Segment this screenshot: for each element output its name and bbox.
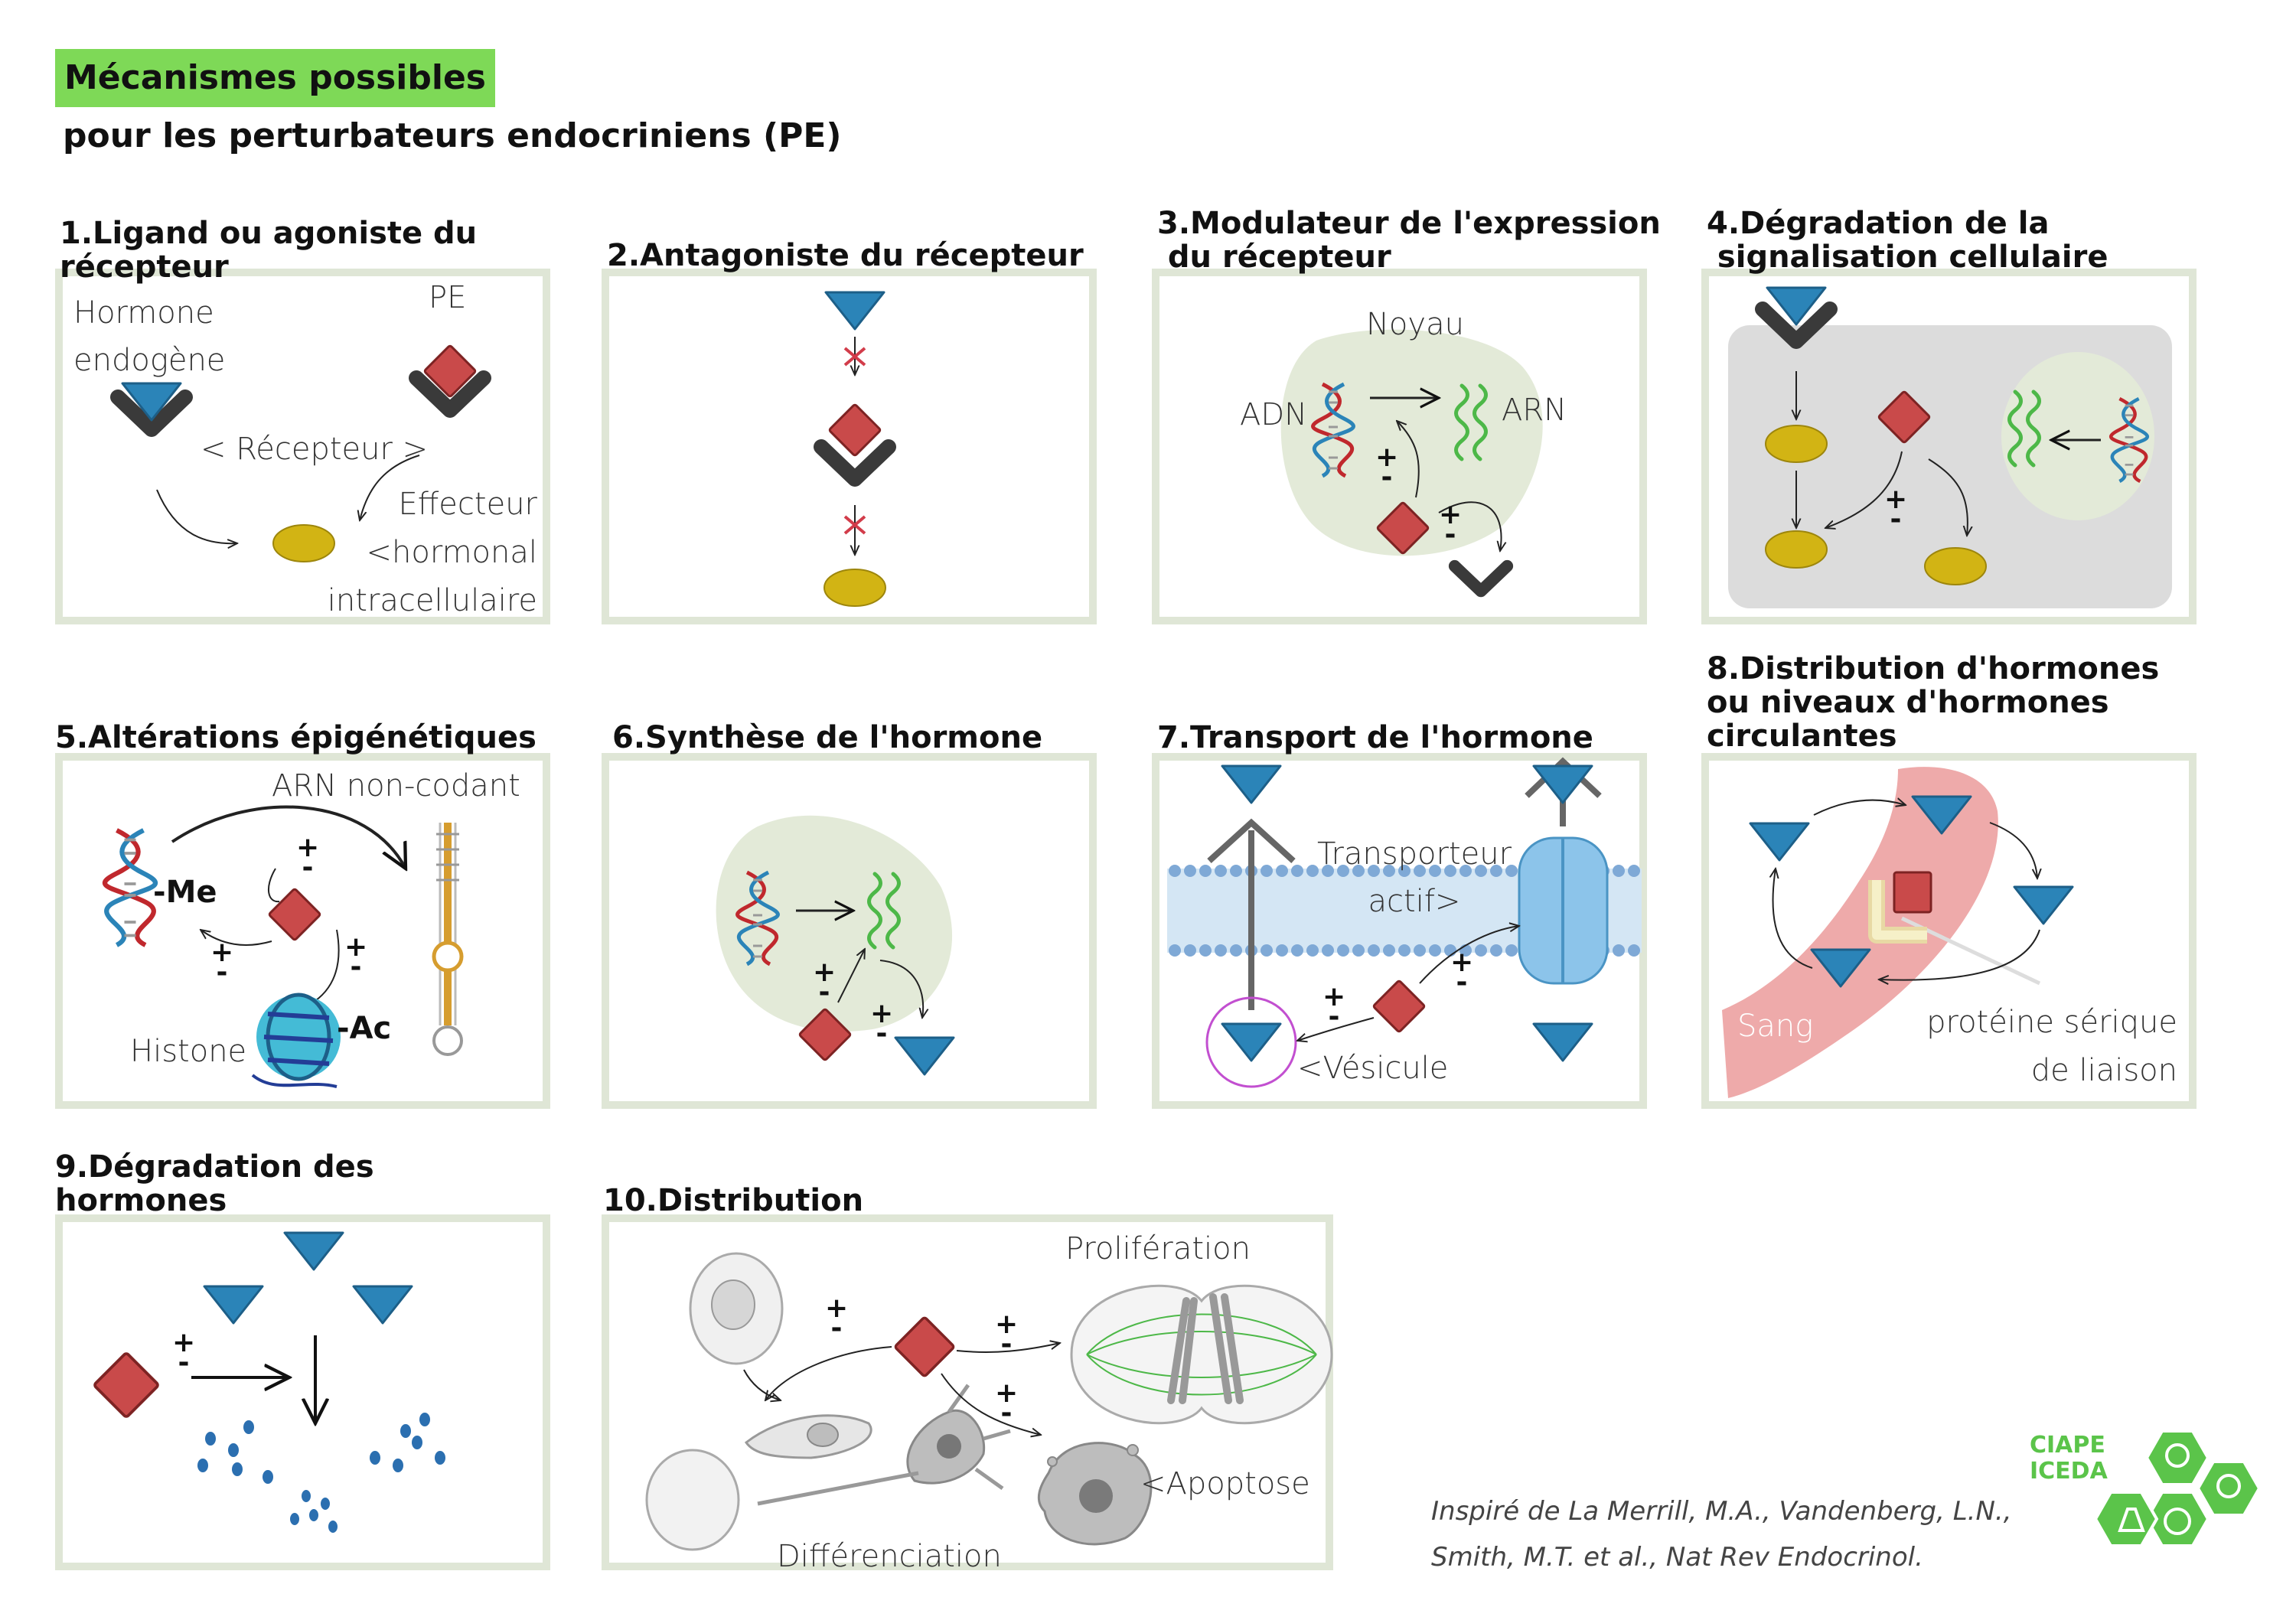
citation: Inspiré de La Merrill, M.A., Vandenberg,…: [1431, 1496, 2012, 1573]
panel-frames: [55, 269, 2197, 1570]
label-histone: Histone: [130, 1034, 247, 1069]
plus-minus-sign: + -: [344, 931, 368, 983]
plus-minus-sign: + -: [1322, 981, 1346, 1032]
label-sang: Sang: [1737, 1009, 1814, 1044]
plus-minus-sign: + -: [1884, 484, 1908, 535]
hormone-triangle: [894, 1036, 955, 1076]
label-vesicule: <Vésicule: [1297, 1051, 1449, 1086]
label-methylation: -Me: [153, 875, 217, 910]
histone-illustration: [251, 993, 341, 1088]
effector-ellipse: [1765, 425, 1828, 463]
label-arn: ARN: [1502, 393, 1567, 428]
panel-10-diagram: [645, 1252, 1333, 1551]
label-arn-non-codant: ARN non-codant: [272, 768, 520, 804]
panel-3-title: 3.Modulateur de l'expression du récepteu…: [1157, 206, 1661, 275]
label-hormone-endogene: Hormone endogène: [73, 295, 226, 378]
label-differenciation: Différenciation: [777, 1539, 1002, 1574]
plus-minus-sign: + -: [995, 1377, 1019, 1429]
label-acetylation: -Ac: [337, 1011, 392, 1046]
ciape-iceda-logo: [2093, 1429, 2262, 1547]
main-title: Mécanismes possibles: [55, 49, 495, 107]
effector-ellipse: [1924, 547, 1987, 585]
panel-5-diagram: [105, 805, 464, 1088]
hormone-triangle: [352, 1285, 413, 1325]
receptor-shape: [1455, 566, 1508, 592]
plus-minus-sign: + -: [1375, 442, 1399, 493]
hormone-triangle: [1221, 1022, 1282, 1062]
label-transporteur-actif: Transporteur actif>: [1316, 836, 1512, 919]
panel-2-title: 2.Antagoniste du récepteur: [607, 238, 1084, 273]
pe-diamond: [92, 1351, 161, 1420]
panel-4-diagram: [1728, 286, 2172, 608]
pe-diamond: [827, 403, 882, 458]
label-effecteur: Effecteur <hormonal intracellulaire: [327, 487, 537, 618]
label-adn: ADN: [1240, 397, 1308, 432]
panel-9-diagram: [92, 1231, 445, 1533]
round-cell: [645, 1449, 740, 1551]
pe-square: [1893, 871, 1932, 914]
panel-1-diagram: [118, 344, 484, 562]
panel-3-diagram: [1280, 329, 1543, 592]
panel-7-diagram: [1167, 757, 1642, 1088]
dna-helix: [105, 830, 155, 945]
pe-diamond: [893, 1315, 956, 1378]
effector-ellipse: [1765, 530, 1828, 569]
panel-5-title: 5.Altérations épigénétiques: [55, 720, 536, 755]
plus-minus-sign: + -: [825, 1292, 849, 1344]
panel-6-diagram: [716, 815, 955, 1076]
label-pe: PE: [429, 280, 467, 315]
hormone-triangle: [1532, 1022, 1593, 1062]
pe-diamond: [1371, 979, 1427, 1034]
plus-minus-sign: + -: [1450, 947, 1474, 998]
panel-1-title: 1.Ligand ou agoniste du récepteur: [60, 216, 478, 285]
plus-minus-sign: + -: [870, 998, 894, 1049]
hormone-triangle: [203, 1285, 264, 1325]
plus-minus-sign: + -: [172, 1327, 196, 1378]
plus-minus-sign: + -: [995, 1309, 1019, 1360]
plus-minus-sign: + -: [813, 957, 837, 1008]
label-apoptose: <Apoptose: [1140, 1466, 1310, 1501]
plus-minus-sign: + -: [210, 937, 234, 988]
hormone-triangle: [1221, 764, 1282, 804]
plus-minus-sign: + -: [1439, 499, 1463, 550]
hormone-triangle: [2013, 885, 2074, 925]
blood-vessel: [1722, 767, 1998, 1098]
panel-6-title: 6.Synthèse de l'hormone: [612, 720, 1043, 755]
non-coding-rna-illustration: [432, 823, 464, 1056]
plus-minus-sign: + -: [296, 832, 320, 883]
panel-2-diagram: [821, 291, 889, 607]
label-proliferation: Prolifération: [1065, 1231, 1251, 1266]
panel-8-diagram: [1722, 767, 2074, 1098]
logo-text: CIAPE ICEDA: [2030, 1432, 2108, 1485]
panel-9-title: 9.Dégradation des hormones: [55, 1149, 374, 1218]
label-proteine-serique: protéine sérique de liaison: [1926, 1005, 2177, 1088]
apoptotic-cell: [1037, 1442, 1153, 1546]
panel-10-title: 10.Distribution: [603, 1183, 864, 1218]
hormone-triangle: [283, 1231, 344, 1271]
label-noyau: Noyau: [1366, 307, 1464, 342]
effector-ellipse: [823, 569, 886, 607]
panel-7-title: 7.Transport de l'hormone: [1157, 720, 1593, 755]
panel-8-title: 8.Distribution d'hormones ou niveaux d'h…: [1707, 651, 2160, 754]
hormone-triangle: [824, 291, 885, 331]
main-subtitle: pour les perturbateurs endocriniens (PE): [63, 116, 842, 155]
panel-4-title: 4.Dégradation de la signalisation cellul…: [1707, 206, 2108, 275]
hormone-triangle: [1749, 822, 1810, 862]
label-recepteur: < Récepteur >: [201, 432, 429, 467]
pe-diamond: [267, 887, 322, 942]
degradation-fragments: [197, 1413, 445, 1533]
mitosis-cell: [1070, 1285, 1333, 1424]
